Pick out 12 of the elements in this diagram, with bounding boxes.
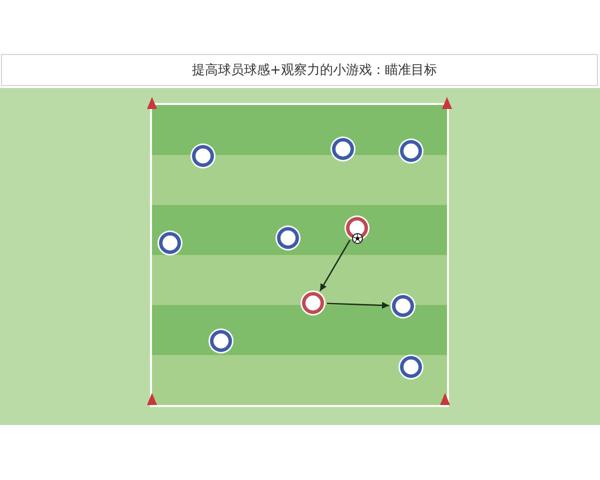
player-marker [332,138,354,160]
pass-arrow [326,302,390,309]
player-marker [192,145,214,167]
diagram-title: 提高球员球感+观察力的小游戏：瞄准目标 [192,62,437,79]
player-marker [400,140,422,162]
player-marker [400,356,422,378]
player-marker [392,295,414,317]
player-marker [210,330,232,352]
player-marker [302,292,324,314]
pass-arrow [319,240,351,292]
player-marker [277,227,299,249]
player-marker [159,232,181,254]
